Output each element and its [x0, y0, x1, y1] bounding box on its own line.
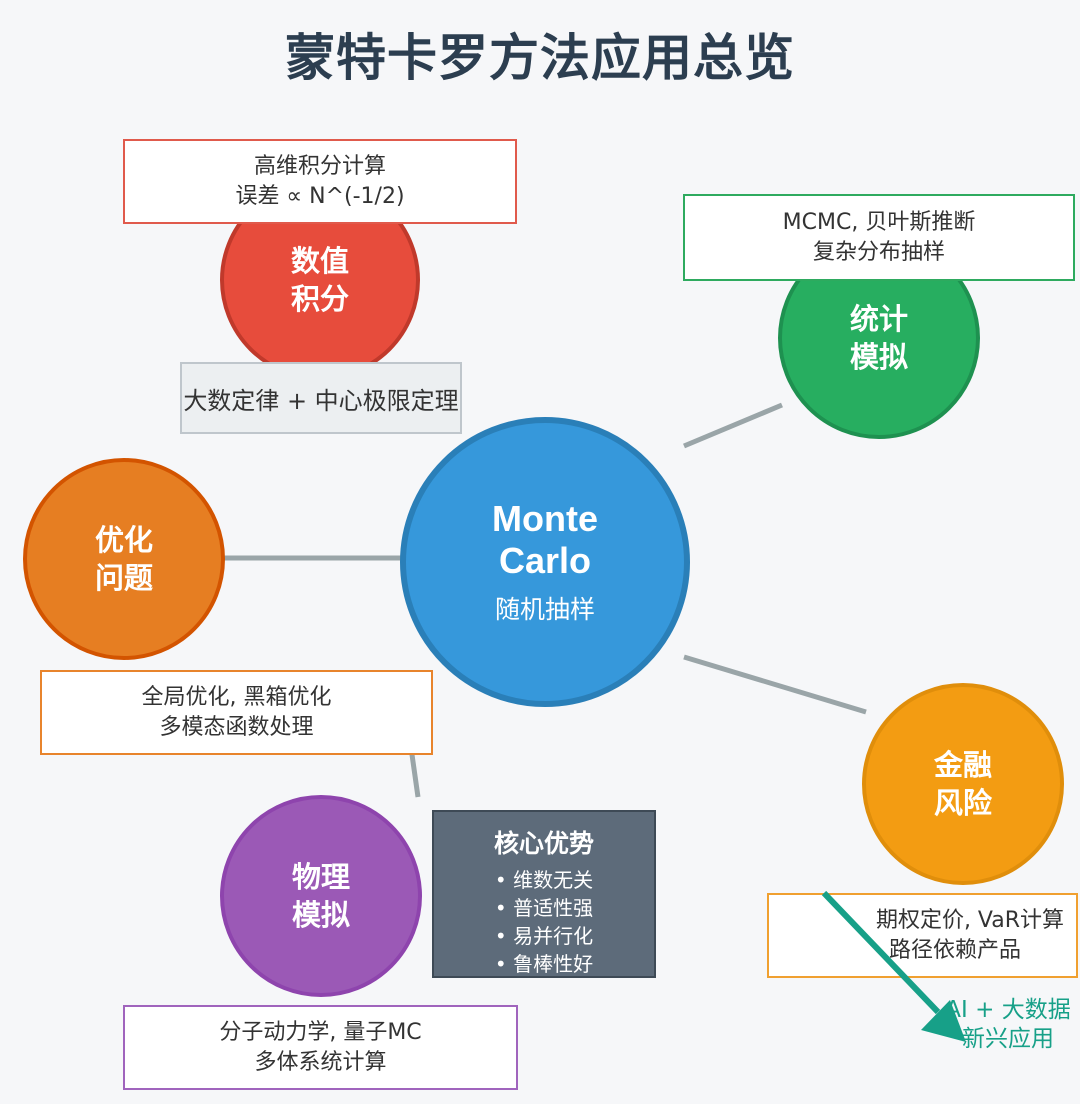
desc-line1: 分子动力学, 量子MC — [219, 1019, 422, 1045]
emerging-line1: AI + 大数据 — [945, 997, 1071, 1023]
connector-center-finance — [683, 654, 867, 715]
center-subtitle: 随机抽样 — [494, 595, 595, 624]
advantage-item: • 易并行化 — [494, 924, 594, 948]
node-label-line2: 积分 — [290, 282, 349, 316]
emerging-label: AI + 大数据 新兴应用 — [938, 996, 1078, 1054]
node-label-line1: 数值 — [290, 244, 349, 278]
advantages-box: 核心优势 • 维数无关 • 普适性强 • 易并行化 • 鲁棒性好 — [432, 810, 656, 978]
desc-line2: 多模态函数处理 — [159, 714, 314, 740]
node-label-line2: 风险 — [933, 786, 992, 820]
desc-optimization: 全局优化, 黑箱优化 多模态函数处理 — [40, 670, 433, 755]
advantage-item: • 普适性强 — [494, 896, 594, 920]
desc-physics-simulation: 分子动力学, 量子MC 多体系统计算 — [123, 1005, 518, 1090]
advantage-item: • 维数无关 — [494, 868, 594, 892]
center-monte-carlo: Monte Carlo 随机抽样 — [400, 417, 690, 707]
desc-financial-risk: 期权定价, VaR计算 路径依赖产品 — [767, 893, 1078, 978]
desc-line2: 多体系统计算 — [254, 1049, 387, 1075]
page-title: 蒙特卡罗方法应用总览 — [285, 29, 795, 87]
node-label-line1: 金融 — [933, 748, 992, 782]
node-optimization: 优化 问题 — [23, 458, 225, 660]
advantage-item: • 鲁棒性好 — [494, 952, 594, 976]
desc-line2: 路径依赖产品 — [888, 937, 1021, 963]
desc-line1: 期权定价, VaR计算 — [875, 907, 1065, 933]
node-financial-risk: 金融 风险 — [862, 683, 1064, 885]
advantages-heading: 核心优势 — [493, 829, 594, 858]
center-title-line1: Monte — [492, 498, 598, 539]
node-label-line1: 统计 — [849, 302, 908, 336]
node-physics-simulation: 物理 模拟 — [220, 795, 422, 997]
node-label-line2: 模拟 — [291, 898, 350, 932]
desc-statistical-simulation: MCMC, 贝叶斯推断 复杂分布抽样 — [683, 194, 1075, 281]
desc-line1: 高维积分计算 — [253, 153, 386, 179]
desc-line1: MCMC, 贝叶斯推断 — [782, 209, 976, 235]
desc-numerical-integration: 高维积分计算 误差 ∝ N^(-1/2) — [123, 139, 517, 224]
node-label-line1: 优化 — [94, 523, 153, 557]
emerging-line2: 新兴应用 — [962, 1026, 1054, 1052]
law-box: 大数定律 + 中心极限定理 — [180, 362, 462, 434]
center-title-line2: Carlo — [498, 540, 592, 581]
connector-center-statistics — [683, 402, 783, 449]
desc-line2: 误差 ∝ N^(-1/2) — [235, 183, 405, 209]
node-label-line2: 问题 — [94, 561, 153, 595]
desc-line2: 复杂分布抽样 — [812, 239, 945, 265]
node-label-line2: 模拟 — [849, 340, 908, 374]
node-label-line1: 物理 — [291, 860, 350, 894]
desc-line1: 全局优化, 黑箱优化 — [141, 684, 332, 710]
